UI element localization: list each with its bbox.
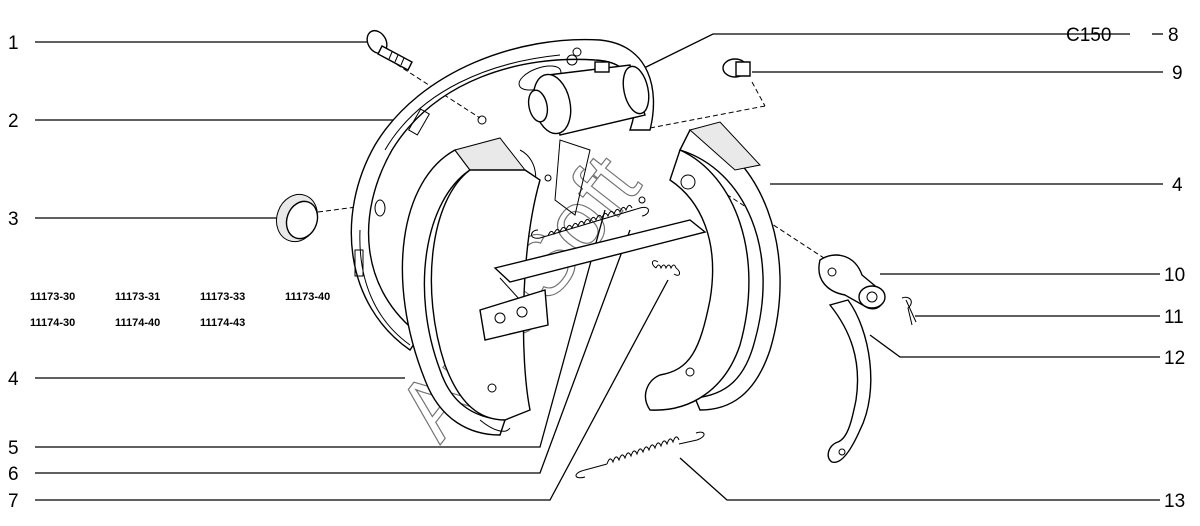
upper-spring-5 bbox=[531, 204, 649, 239]
assembly-lines bbox=[317, 59, 831, 263]
plug-3 bbox=[275, 193, 319, 243]
wheel-cylinder bbox=[527, 54, 650, 136]
parking-lever-12 bbox=[827, 299, 872, 463]
callout-1: 1 bbox=[8, 33, 19, 54]
variant-code: 11173-33 bbox=[200, 291, 245, 303]
callout-9: 9 bbox=[1172, 63, 1183, 84]
callout-4-left: 4 bbox=[8, 369, 19, 390]
cotter-pin-11 bbox=[901, 296, 917, 326]
callout-3: 3 bbox=[8, 209, 19, 230]
pin-1 bbox=[366, 29, 413, 71]
variant-code: 11173-40 bbox=[285, 291, 330, 303]
pin-9 bbox=[722, 58, 751, 78]
callout-8: 8 bbox=[1168, 25, 1179, 46]
callout-12: 12 bbox=[1164, 348, 1185, 369]
callout-13: 13 bbox=[1164, 491, 1185, 512]
lower-spring-13 bbox=[575, 431, 705, 479]
variant-code: 11174-30 bbox=[30, 317, 75, 329]
variant-code: 11174-43 bbox=[200, 317, 245, 329]
leader-lines bbox=[35, 33, 1163, 501]
variant-code: 11173-30 bbox=[30, 291, 75, 303]
right-brake-shoe bbox=[644, 121, 781, 411]
callout-5: 5 bbox=[8, 438, 19, 459]
callout-7: 7 bbox=[8, 491, 19, 512]
callout-11: 11 bbox=[1164, 307, 1184, 328]
callout-4-right: 4 bbox=[1172, 175, 1183, 196]
backing-plate bbox=[350, 38, 655, 351]
callout-8-code: C150 bbox=[1066, 25, 1111, 46]
small-spring-7 bbox=[651, 260, 681, 276]
variant-code: 11174-40 bbox=[115, 317, 160, 329]
callout-6: 6 bbox=[8, 464, 19, 485]
variant-codes: 11173-30 11173-31 11173-33 11173-40 1117… bbox=[30, 291, 330, 329]
callout-2: 2 bbox=[8, 111, 19, 132]
strut-bar-6 bbox=[479, 219, 707, 341]
lever-10 bbox=[818, 254, 886, 310]
callout-10: 10 bbox=[1164, 265, 1185, 286]
variant-code: 11173-31 bbox=[115, 291, 160, 303]
callout-labels: 1 2 3 4 5 6 7 C150 8 9 4 10 11 12 13 bbox=[8, 25, 1185, 512]
